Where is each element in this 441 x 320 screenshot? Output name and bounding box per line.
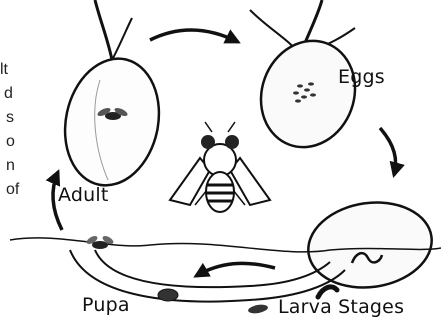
left-text-fragment-4: o	[6, 134, 15, 150]
adult-label: Adult	[58, 186, 109, 205]
left-text-fragment-3: s	[6, 110, 14, 126]
fruit-with-larva	[303, 195, 437, 295]
adult-fruit-fly-illustration	[170, 122, 270, 212]
left-text-fragment-2: d	[4, 86, 13, 102]
eggs-label: Eggs	[338, 68, 385, 87]
left-text-fragment-1: lt	[0, 62, 8, 78]
larva-stages-label: Larva Stages	[278, 298, 404, 317]
left-text-fragment-5: n	[6, 158, 15, 174]
fruit-with-adult-fly	[54, 0, 171, 194]
pupa-label: Pupa	[82, 296, 130, 315]
pupa-icon	[158, 289, 178, 301]
left-text-fragment-6: of	[6, 182, 19, 198]
emerging-fly-icon	[85, 234, 114, 249]
